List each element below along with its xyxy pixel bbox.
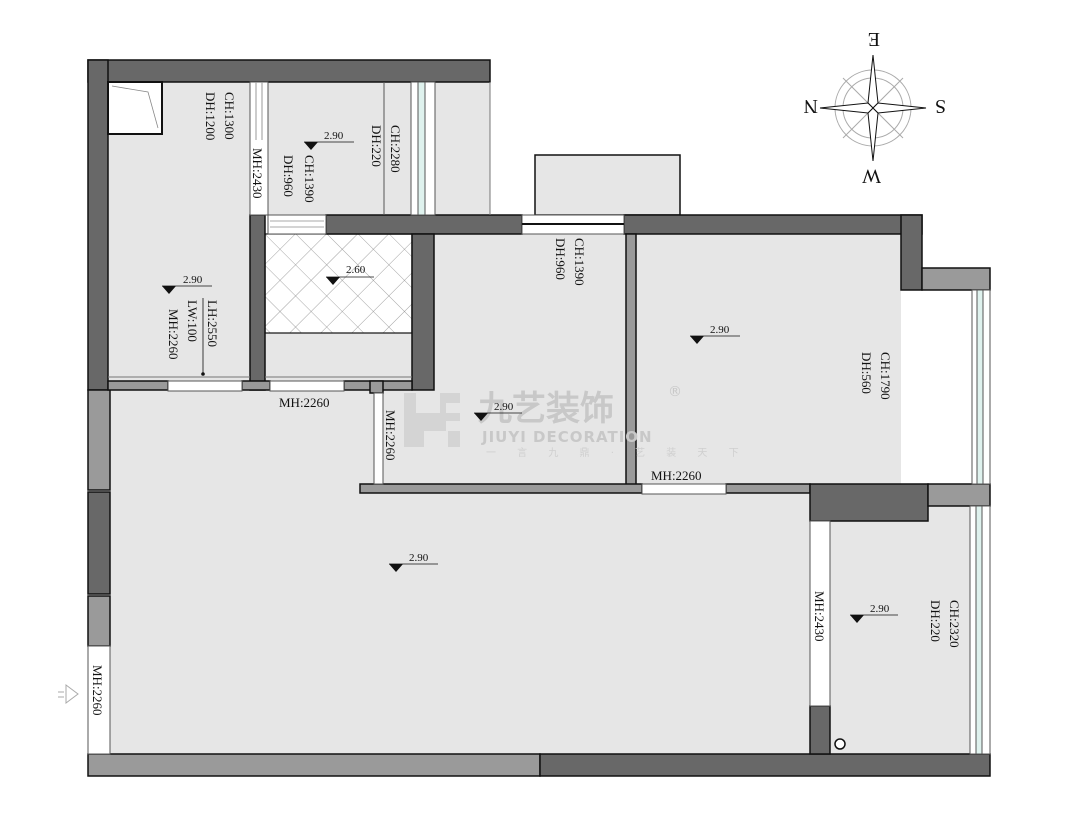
compass-bottom-label: W: [862, 165, 881, 187]
svg-text:2.90: 2.90: [870, 603, 890, 615]
watermark-brand-en: JIUYI DECORATION: [481, 428, 653, 446]
level-marker: 2.60: [326, 264, 374, 285]
nw-window-dh: DH:1200: [203, 92, 218, 140]
svg-text:2.90: 2.90: [324, 130, 344, 142]
compass-icon: E N S W: [804, 28, 946, 187]
wall-west-seg-3: [87, 595, 111, 647]
opening-mh2430-top: [249, 81, 269, 216]
compass-top-label: E: [868, 28, 880, 50]
se-balcony-window-dh: DH:220: [928, 600, 943, 642]
se-balcony-door-mh: MH:2430: [812, 591, 827, 642]
svg-text:2.90: 2.90: [183, 274, 203, 286]
wall-west-seg-1: [87, 389, 111, 491]
wall-mid-bottom: [359, 483, 643, 494]
east-bedroom-door-mh: MH:2260: [651, 468, 702, 483]
wall-west-upper: [87, 59, 109, 391]
shaft-line: [111, 85, 159, 129]
level-marker: 2.90: [162, 274, 212, 294]
nw-room-door-lh: LH:2550: [205, 300, 220, 347]
openings: [87, 81, 991, 755]
shaft-northwest: [107, 81, 163, 135]
watermark: 九艺装饰 ® JIUYI DECORATION 一 言 九 鼎 · 艺 装 天 …: [404, 384, 748, 459]
level-marker: 2.90: [850, 603, 898, 623]
door-east-bedroom: [641, 483, 727, 495]
compass-right-label: S: [935, 95, 946, 117]
svg-text:2.90: 2.90: [409, 552, 429, 564]
mid-bedroom-door-mh: MH:2260: [383, 410, 398, 461]
floor-living-upper: [110, 390, 374, 490]
level-marker: 2.90: [389, 552, 438, 572]
east-bedroom-window-ch: CH:1790: [878, 352, 893, 400]
door-se-balcony: [809, 520, 831, 707]
watermark-logo-icon: [404, 393, 460, 447]
svg-text:2.90: 2.90: [494, 401, 514, 413]
wall-nw-bottom-right: [241, 380, 271, 391]
balcony-window-a-dh: DH:960: [281, 155, 296, 197]
mid-bedroom-window-dh: DH:960: [553, 238, 568, 280]
bathroom-tile-floor: [264, 233, 413, 334]
balcony-window-a-ch: CH:1390: [302, 155, 317, 203]
nw-door-frame-mh: MH:2430: [250, 148, 265, 199]
east-balcony-floor: [901, 290, 971, 484]
wall-nw-bottom-left: [107, 380, 169, 391]
outdoor-ac-platform: [534, 154, 681, 216]
wall-nw-bath-partition: [249, 214, 266, 391]
level-marker: 2.90: [474, 401, 522, 421]
door-mid-bedroom: [373, 392, 384, 485]
watermark-slogan: 一 言 九 鼎 · 艺 装 天 下: [486, 446, 748, 459]
floors: [108, 82, 971, 754]
compass-left-label: N: [804, 95, 818, 117]
nw-window-ch: CH:1300: [222, 92, 237, 140]
wall-south-left: [87, 753, 541, 777]
wall-east-bottom: [725, 483, 811, 494]
door-nw-room: [167, 380, 243, 392]
east-bedroom-window-dh: DH:560: [859, 352, 874, 394]
floor-north-balcony: [268, 82, 490, 215]
nw-room-door-mh: MH:2260: [166, 309, 181, 360]
floor-bath-lower: [265, 333, 413, 383]
level-markers: 2.90 2.90 2.60 2.90 2.90 2.90 2.90: [162, 130, 898, 623]
watermark-registered: ®: [668, 384, 682, 400]
wall-bath-top: [325, 214, 523, 235]
door-entrance: [87, 645, 111, 755]
se-balcony-window-ch: CH:2320: [947, 600, 962, 648]
level-marker: 2.90: [690, 324, 740, 344]
wall-west-seg-2: [87, 491, 111, 595]
wall-se-stub: [809, 705, 831, 755]
wall-south-right: [539, 753, 991, 777]
wall-mid-door-jamb: [369, 380, 384, 394]
wall-se-column: [809, 483, 929, 522]
svg-text:2.90: 2.90: [710, 324, 730, 336]
wall-east-upper: [900, 214, 923, 291]
wall-bath-right: [411, 233, 435, 391]
opening-bath-top: [267, 214, 327, 235]
floor-southeast-balcony: [830, 505, 970, 754]
wall-east-balcony-top: [921, 267, 991, 291]
entrance-arrow-icon: [58, 684, 79, 704]
door-bathroom: [269, 380, 345, 392]
pipe-circle: [834, 738, 846, 750]
balcony-window-b-dh: DH:220: [369, 125, 384, 167]
nw-room-door-lw: LW:100: [185, 300, 200, 342]
wall-se-balcony-top: [927, 483, 991, 507]
level-marker: 2.90: [304, 130, 354, 150]
wall-north-top: [87, 59, 491, 83]
annotations: CH:1300 DH:1200 MH:2430 CH:1390 DH:960 C…: [90, 92, 962, 716]
wall-mid-top-right: [623, 214, 923, 235]
balcony-window-b-ch: CH:2280: [388, 125, 403, 173]
watermark-brand-cn: 九艺装饰: [478, 389, 614, 429]
mid-bedroom-window-ch: CH:1390: [572, 238, 587, 286]
bath-door-mh: MH:2260: [279, 395, 330, 410]
svg-text:2.60: 2.60: [346, 264, 366, 276]
entrance-door-mh: MH:2260: [90, 665, 105, 716]
